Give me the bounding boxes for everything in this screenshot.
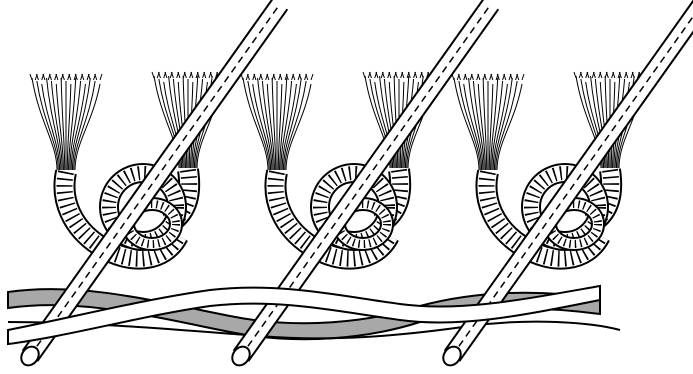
- pile-tuft-left: [452, 74, 524, 170]
- pile-tuft-left: [241, 74, 313, 170]
- pile-tuft-left: [30, 74, 102, 170]
